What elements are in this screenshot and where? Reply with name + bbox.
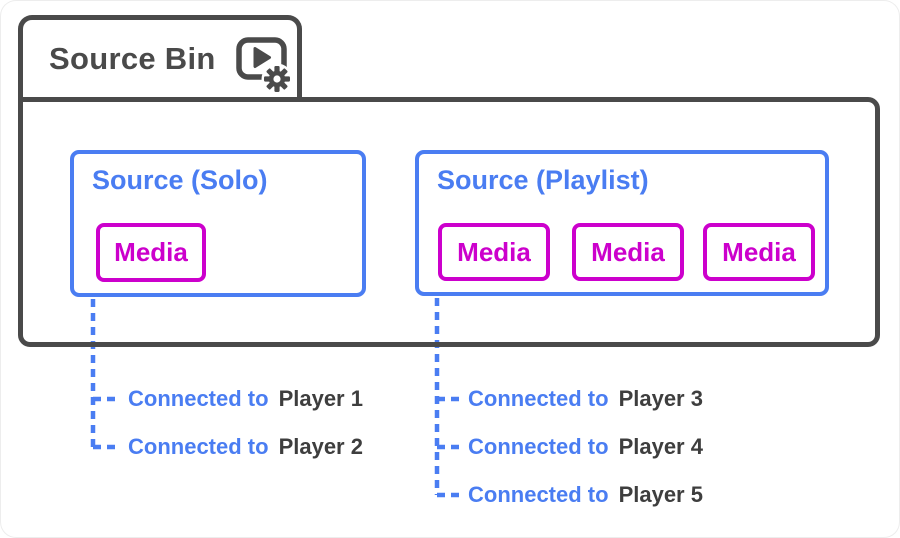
media-box: Media xyxy=(438,223,550,281)
source-bin-body xyxy=(18,97,880,347)
source-playlist-label: Source (Playlist) xyxy=(437,165,649,195)
connection-prefix: Connected to xyxy=(468,386,609,411)
connection-player: Player 1 xyxy=(278,386,363,411)
connection-player: Player 5 xyxy=(618,482,703,507)
connection-prefix: Connected to xyxy=(468,434,609,459)
connection-player: Player 4 xyxy=(618,434,703,459)
source-solo-label: Source (Solo) xyxy=(92,165,268,195)
media-box: Media xyxy=(96,223,206,282)
connection-prefix: Connected to xyxy=(128,386,269,411)
source-bin-tab: Source Bin xyxy=(18,15,302,97)
connection-prefix: Connected to xyxy=(468,482,609,507)
connection-row: Connected to Player 3 xyxy=(468,386,703,412)
source-solo-box: Source (Solo) Media xyxy=(70,150,366,297)
gear-icon xyxy=(261,63,293,94)
source-playlist-box: Source (Playlist) Media Media Media xyxy=(415,150,829,296)
source-bin-title: Source Bin xyxy=(49,40,216,76)
connection-prefix: Connected to xyxy=(128,434,269,459)
connection-player: Player 3 xyxy=(618,386,703,411)
connection-row: Connected to Player 1 xyxy=(128,386,363,412)
player-frame-icon xyxy=(235,36,287,80)
play-icon xyxy=(253,46,271,68)
connection-player: Player 2 xyxy=(278,434,363,459)
connection-row: Connected to Player 4 xyxy=(468,434,703,460)
media-box: Media xyxy=(572,223,684,281)
connection-row: Connected to Player 5 xyxy=(468,482,703,508)
media-box: Media xyxy=(703,223,815,281)
media-player-settings-icon xyxy=(235,36,293,94)
connection-row: Connected to Player 2 xyxy=(128,434,363,460)
